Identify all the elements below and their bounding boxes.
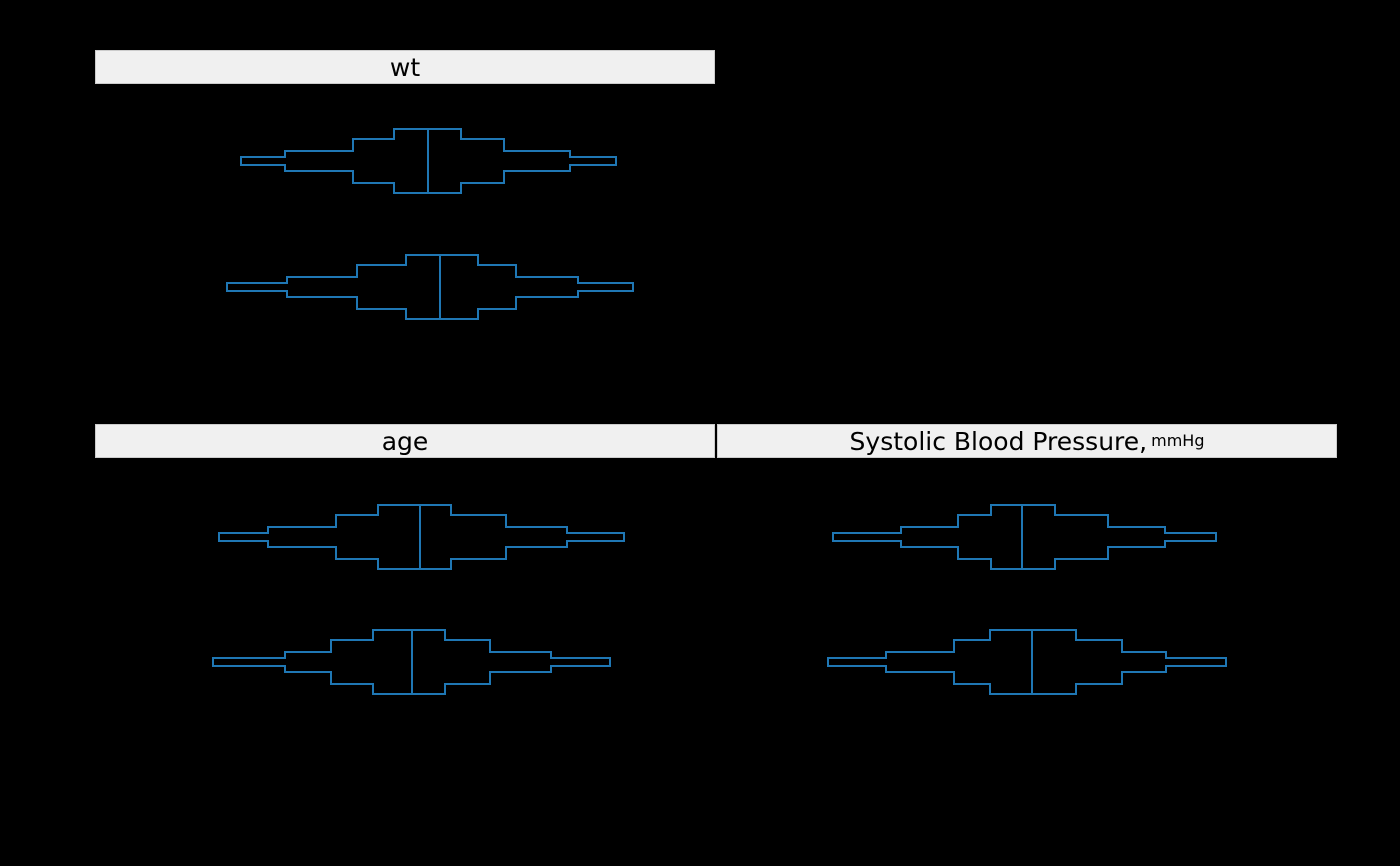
boxplot-outline-wt-1 <box>226 254 634 320</box>
boxplot-outline-sbp-0 <box>832 504 1217 570</box>
panel-title-sublabel-sbp: mmHg <box>1151 431 1205 450</box>
panel-header-wt: wt <box>95 50 715 84</box>
boxplot-outline-age-0 <box>218 504 625 570</box>
panel-title-label-age: age <box>381 426 429 456</box>
boxplot-outline-age-1 <box>212 629 611 695</box>
boxplot-outline-wt-0 <box>240 128 617 194</box>
panel-header-sbp: Systolic Blood Pressure, mmHg <box>717 424 1337 458</box>
panel-title-label-sbp: Systolic Blood Pressure, <box>849 426 1148 456</box>
panel-header-age: age <box>95 424 715 458</box>
boxplot-outline-sbp-1 <box>827 629 1227 695</box>
panel-title-label-wt: wt <box>389 52 421 82</box>
